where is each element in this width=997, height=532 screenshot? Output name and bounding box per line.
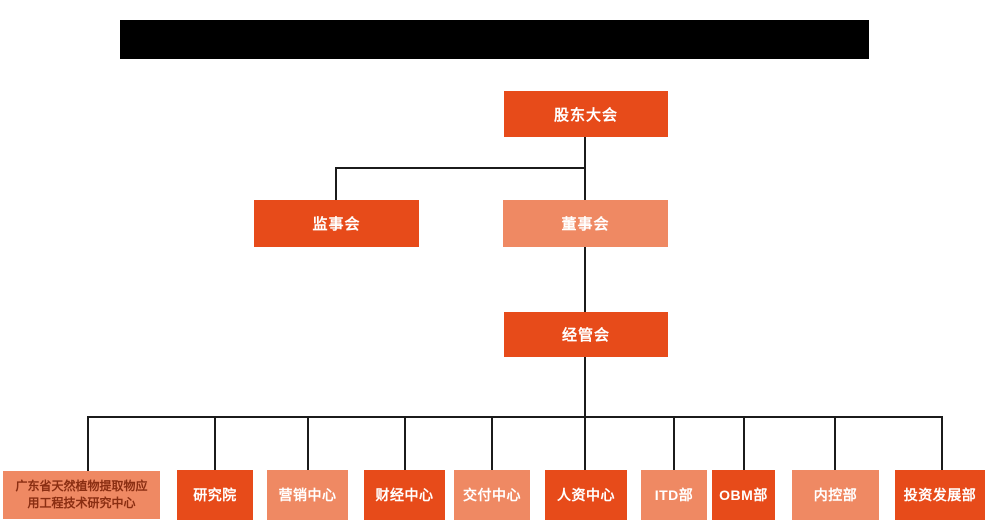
node-shareholders-meeting: 股东大会 — [504, 91, 668, 137]
connector-drop-finance — [404, 416, 406, 471]
connector-drop-hr — [584, 416, 586, 471]
node-dept-marketing-center: 营销中心 — [267, 470, 348, 520]
node-board-of-directors: 董事会 — [503, 200, 668, 247]
redacted-title-bar — [120, 20, 869, 59]
node-dept-obm: OBM部 — [712, 470, 775, 520]
node-dept-internal-control: 内控部 — [792, 470, 879, 520]
connector-drop-itd — [673, 416, 675, 471]
connector-drop-obm — [743, 416, 745, 471]
node-dept-finance-center: 财经中心 — [364, 470, 445, 520]
node-dept-investment-development: 投资发展部 — [895, 470, 985, 520]
connector-drop-internal-control — [834, 416, 836, 471]
connector-drop-investment — [941, 416, 943, 471]
connector-shareholders-down — [584, 137, 586, 168]
connector-drop-research-center — [87, 416, 89, 471]
connector-management-down — [584, 357, 586, 417]
node-dept-delivery-center: 交付中心 — [454, 470, 530, 520]
connector-board-down — [584, 167, 586, 200]
connector-board-management — [584, 247, 586, 312]
node-dept-hr-center: 人资中心 — [545, 470, 627, 520]
node-management-committee: 经管会 — [504, 312, 668, 357]
node-supervisory-board: 监事会 — [254, 200, 419, 247]
node-dept-itd: ITD部 — [641, 470, 707, 520]
node-dept-research-center: 广东省天然植物提取物应用工程技术研究中心 — [3, 471, 160, 519]
connector-supervisory-down — [335, 167, 337, 201]
connector-departments-horizontal — [87, 416, 943, 418]
node-dept-research-institute: 研究院 — [177, 470, 253, 520]
connector-row2-horizontal — [336, 167, 586, 169]
connector-drop-delivery — [491, 416, 493, 471]
connector-drop-research-institute — [214, 416, 216, 471]
connector-drop-marketing — [307, 416, 309, 471]
